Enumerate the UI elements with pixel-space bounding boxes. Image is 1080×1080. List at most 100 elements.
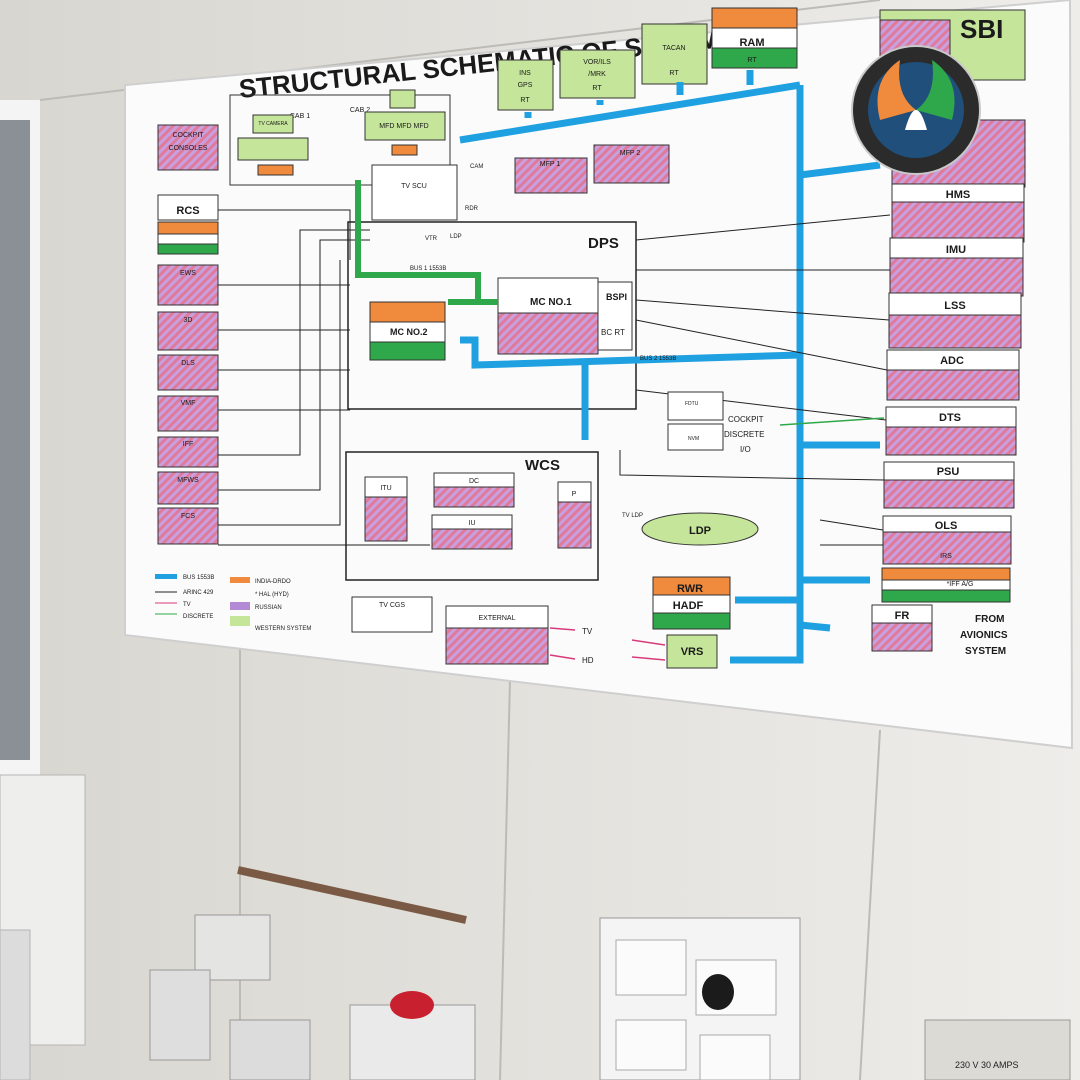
tv-scu: TV SCU CAM RDR VTR LDP [371, 164, 483, 242]
svg-text:MC NO.2: MC NO.2 [390, 327, 428, 337]
svg-text:*IFF A/G: *IFF A/G [947, 581, 974, 588]
svg-text:CAM: CAM [470, 164, 483, 170]
bharat-shakti-emblem [851, 45, 981, 175]
svg-text:MFP 2: MFP 2 [620, 150, 641, 157]
svg-text:BUS 1553B: BUS 1553B [183, 575, 214, 581]
svg-text:OLS: OLS [935, 520, 958, 532]
svg-text:RT: RT [747, 57, 757, 64]
svg-text:TV CGS: TV CGS [379, 602, 405, 609]
svg-text:DPS: DPS [588, 235, 619, 252]
svg-text:VTR: VTR [425, 236, 438, 242]
svg-text:EWS: EWS [180, 270, 196, 277]
svg-text:BSPI: BSPI [606, 292, 627, 302]
svg-text:CAB 1: CAB 1 [290, 113, 310, 120]
svg-text:ADC: ADC [940, 355, 964, 367]
top-block-ins-gps: INS GPS RT [497, 59, 554, 111]
svg-text:VRS: VRS [681, 646, 704, 658]
svg-text:LDP: LDP [689, 525, 711, 537]
svg-text:P: P [572, 491, 577, 498]
svg-text:HD: HD [582, 656, 594, 665]
svg-text:3D: 3D [184, 317, 193, 324]
svg-text:TACAN: TACAN [662, 45, 685, 52]
svg-text:PSU: PSU [937, 466, 960, 478]
svg-text:RAM: RAM [739, 37, 764, 49]
svg-text:MC NO.1: MC NO.1 [530, 297, 572, 308]
fr-block: FR FROM AVIONICS SYSTEM [871, 604, 1008, 657]
bus-2-label: BUS 2 1553B [640, 356, 676, 362]
svg-text:TV LDP: TV LDP [622, 513, 643, 519]
fdtu-nvm: FDTU NVM COCKPIT DISCRETE I/O [667, 391, 885, 454]
svg-text:FDTU: FDTU [685, 401, 699, 407]
svg-text:HADF: HADF [673, 600, 704, 612]
external-stores: EXTERNAL TV HD [445, 605, 594, 665]
svg-text:RCS: RCS [176, 205, 199, 217]
top-block-vor-ils: VOR/ILS /MRK RT [559, 49, 636, 99]
svg-text:GPS: GPS [518, 82, 533, 89]
svg-text:* HAL (HYD): * HAL (HYD) [255, 592, 289, 598]
svg-text:I/O: I/O [740, 445, 751, 454]
wcs-block: WCS ITU DC IU P [345, 451, 599, 581]
mfp-blocks: MFP 1 MFP 2 [514, 144, 670, 194]
ldp-block: LDP TV LDP [622, 512, 759, 546]
svg-text:LDP: LDP [450, 234, 462, 240]
left-wiring [218, 209, 430, 546]
right-wiring [619, 214, 891, 546]
right-unit-column: HMS IMU LSS ADC DTS PSU OLS IRS *IFF A/G [881, 119, 1026, 603]
svg-text:MFP 1: MFP 1 [540, 161, 561, 168]
svg-text:BC RT: BC RT [601, 328, 625, 337]
bus-1-green [355, 180, 498, 305]
svg-text:TV SCU: TV SCU [401, 183, 427, 190]
svg-text:WESTERN SYSTEM: WESTERN SYSTEM [255, 626, 311, 632]
tv-cgs: TV CGS [351, 596, 433, 633]
cab-area: CAB 1 CAB 2 TV CAMERA MFD MFD MFD [229, 89, 451, 186]
top-block-ram: RAM RT [711, 7, 798, 69]
svg-text:MFD MFD MFD: MFD MFD MFD [379, 123, 428, 130]
svg-text:RUSSIAN: RUSSIAN [255, 605, 282, 611]
svg-text:RT: RT [669, 70, 679, 77]
svg-text:VOR/ILS: VOR/ILS [583, 59, 611, 66]
svg-text:SBI: SBI [960, 14, 1003, 44]
svg-text:TV: TV [183, 602, 191, 608]
top-block-tacan: TACAN RT [641, 23, 708, 85]
svg-text:IFF: IFF [183, 441, 194, 448]
svg-text:RWR: RWR [677, 583, 703, 595]
svg-text:TV CAMERA: TV CAMERA [258, 121, 288, 127]
wall-panel-seam [499, 679, 511, 1080]
svg-text:AVIONICS: AVIONICS [960, 630, 1008, 641]
svg-text:SYSTEM: SYSTEM [965, 646, 1006, 657]
wall-panel-seam [859, 729, 881, 1080]
breaker-label: 230 V 30 AMPS [955, 1060, 1019, 1070]
svg-text:DTS: DTS [939, 412, 961, 424]
svg-text:COCKPIT: COCKPIT [172, 132, 204, 139]
svg-text:ITU: ITU [380, 485, 391, 492]
svg-text:FCS: FCS [181, 513, 195, 520]
rwr-hadf: RWR HADF [652, 576, 731, 630]
svg-text:COCKPIT: COCKPIT [728, 415, 764, 424]
svg-text:CONSOLES: CONSOLES [169, 145, 208, 152]
svg-text:FR: FR [895, 610, 910, 622]
svg-text:VMF: VMF [181, 400, 196, 407]
svg-text:TV: TV [582, 627, 593, 636]
svg-text:INDIA-DRDO: INDIA-DRDO [255, 579, 291, 585]
svg-text:/MRK: /MRK [588, 71, 606, 78]
svg-text:DISCRETE: DISCRETE [183, 614, 213, 620]
svg-text:RT: RT [520, 97, 530, 104]
svg-text:DLS: DLS [181, 360, 195, 367]
svg-text:EXTERNAL: EXTERNAL [479, 615, 516, 622]
svg-text:MFWS: MFWS [177, 477, 199, 484]
svg-text:HMS: HMS [946, 189, 970, 201]
svg-text:WCS: WCS [525, 457, 560, 474]
left-unit-column: COCKPIT CONSOLES RCS EWS 3D DLS VMF IFF … [157, 124, 219, 545]
svg-text:ARINC 429: ARINC 429 [183, 590, 214, 596]
svg-text:RT: RT [592, 85, 602, 92]
svg-text:DISCRETE: DISCRETE [724, 430, 764, 439]
vrs-block: VRS [631, 634, 718, 669]
svg-text:RDR: RDR [465, 206, 479, 212]
dps-block: DPS MC NO.1 BSPI BC RT MC NO.2 [347, 221, 637, 410]
bus-2-blue [459, 70, 881, 664]
svg-text:FROM: FROM [975, 614, 1004, 625]
svg-text:IU: IU [469, 520, 476, 527]
window-glass [0, 120, 30, 760]
svg-text:CAB 2: CAB 2 [350, 107, 370, 114]
